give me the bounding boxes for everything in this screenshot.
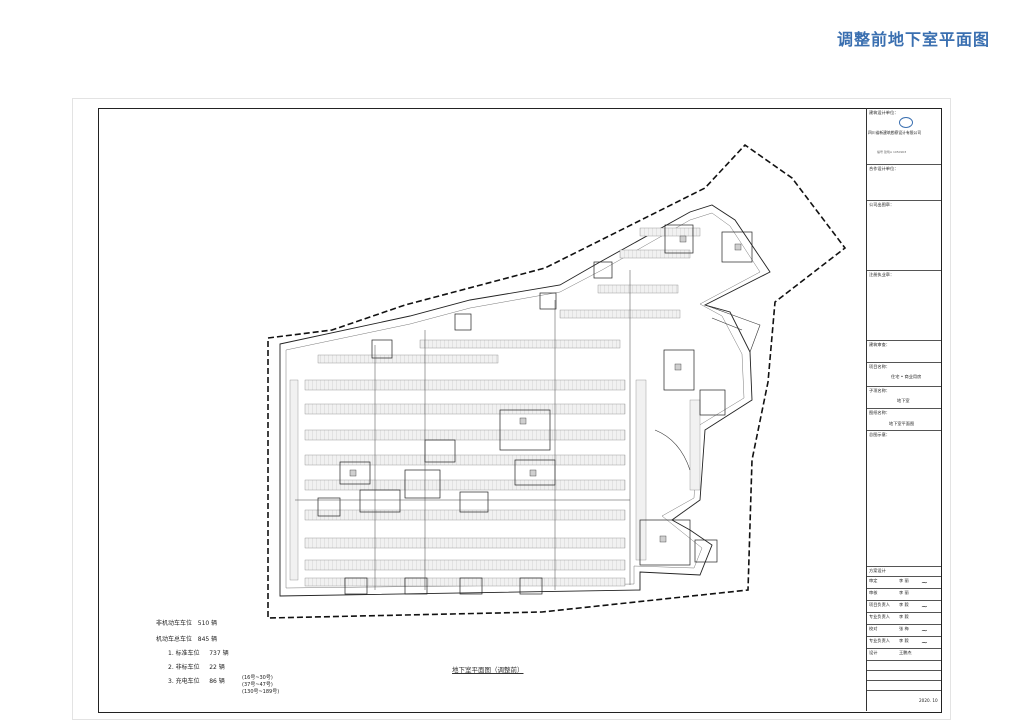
- stat-row: 1. 标准车位 737 辆: [168, 648, 229, 657]
- stat-label: 非机动车车位: [156, 620, 193, 627]
- stat-note: (130号~189号): [242, 689, 280, 695]
- stat-row: 机动车总车位 845 辆: [156, 634, 217, 643]
- stat-unit: 辆: [218, 678, 225, 685]
- role-2-name: 李 丽: [899, 590, 909, 595]
- role-7: 设计: [869, 650, 878, 655]
- role-3-name: 李 毅: [899, 602, 909, 607]
- grid-lines: [295, 270, 631, 590]
- registration-stamp-label: 注册执业章：: [869, 272, 895, 277]
- ramps: [654, 304, 761, 521]
- stat-label: 1. 标准车位: [168, 650, 200, 657]
- role-6: 专业负责人: [869, 638, 890, 643]
- role-4-name: 李 毅: [899, 614, 909, 619]
- role-5-name: 张 梅: [899, 626, 909, 631]
- stat-row: 3. 充电车位 86 辆: [168, 676, 225, 685]
- role-4: 专业负责人: [869, 614, 890, 619]
- stat-row: 2. 非标车位 22 辆: [168, 662, 225, 671]
- stat-value: 510: [197, 620, 210, 627]
- site-boundary: [267, 143, 847, 619]
- role-6-name: 李 毅: [899, 638, 909, 643]
- stat-label: 机动车总车位: [156, 636, 193, 643]
- partner-unit-label: 合作设计单位：: [869, 166, 899, 171]
- stat-note: (37号~47号): [242, 682, 273, 688]
- review-label: 建筑审查：: [869, 342, 890, 347]
- stat-label: 3. 充电车位: [168, 678, 200, 685]
- role-5: 校对: [869, 626, 878, 631]
- stat-label: 2. 非标车位: [168, 664, 200, 671]
- drawing-frame: [98, 108, 942, 713]
- subitem-value: 地下室: [897, 398, 910, 403]
- parking-stalls: [305, 228, 700, 586]
- subitem-label: 子项名称：: [869, 388, 890, 393]
- role-7-name: 王鹏杰: [899, 650, 912, 655]
- role-2: 审核: [869, 590, 878, 595]
- title-block: 建筑设计单位： 四川省新建筑勘察设计有限公司 编号 建筑A 1050903 合作…: [866, 108, 941, 711]
- stat-value: 86: [209, 678, 217, 685]
- stat-value: 737: [209, 650, 221, 657]
- project-name-label: 项目名称：: [869, 364, 890, 369]
- stat-unit: 辆: [218, 664, 225, 671]
- site-notes-label: 总图示意：: [869, 432, 890, 437]
- role-1: 审定: [869, 578, 878, 583]
- role-1-name: 李 丽: [899, 578, 909, 583]
- design-stage-label: 方案设计: [869, 568, 886, 573]
- certificate-number: 编号 建筑A 1050903: [877, 150, 907, 154]
- date-value: 2020. 10: [919, 698, 938, 703]
- stat-unit: 辆: [211, 636, 218, 643]
- stat-unit: 辆: [211, 620, 218, 627]
- building-cores: [317, 224, 753, 595]
- page-title: 调整前地下室平面图: [836, 30, 990, 49]
- design-unit-label: 建筑设计单位：: [869, 110, 899, 115]
- stat-value: 22: [209, 664, 217, 671]
- company-stamp-label: 公司出图章：: [869, 202, 895, 207]
- project-name-value: 住宅 • 商业用房: [891, 374, 922, 379]
- role-3: 项目负责人: [869, 602, 890, 607]
- company-name: 四川省新建筑勘察设计有限公司: [868, 130, 922, 135]
- stat-note: (16号~30号): [242, 675, 273, 681]
- company-logo-icon: [899, 117, 913, 128]
- drawing-name-value: 地下室平面图: [889, 421, 915, 426]
- plan-caption: 地下室平面图（调整前）: [452, 666, 524, 674]
- stat-row: 非机动车车位 510 辆: [156, 618, 217, 627]
- stat-value: 845: [197, 636, 210, 643]
- drawing-name-label: 图纸名称：: [869, 410, 890, 415]
- stat-unit: 辆: [222, 650, 229, 657]
